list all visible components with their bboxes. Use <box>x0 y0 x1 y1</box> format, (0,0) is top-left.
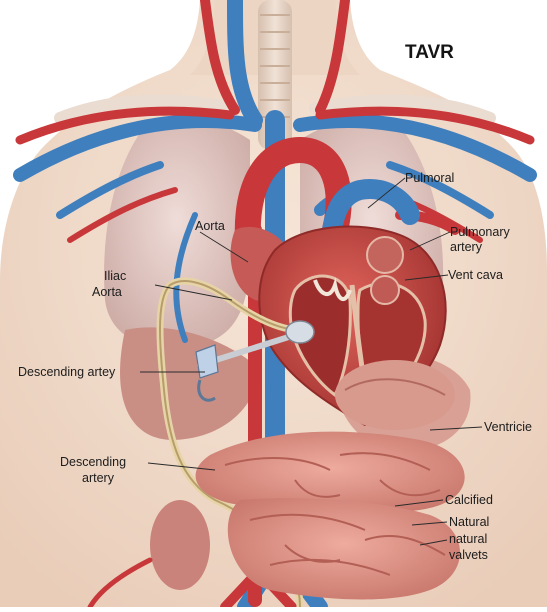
pulmonary-valve <box>367 237 403 273</box>
label-valvets: valvets <box>449 548 488 562</box>
label-natural-line2: natural <box>449 532 487 546</box>
label-pulmonary-artery-line1: Pulmonary <box>450 225 510 239</box>
left-kidney <box>150 500 210 590</box>
label-iliac-aorta-line1: Iliac <box>104 269 126 283</box>
label-descending-artey: Descending artey <box>18 365 116 379</box>
label-iliac-aorta-line2: Aorta <box>92 285 122 299</box>
label-ventricie: Ventricie <box>484 420 532 434</box>
label-descending-artery-line1: Descending <box>60 455 126 469</box>
label-pulmonary-artery-line2: artery <box>450 240 483 254</box>
label-descending-artery-line2: artery <box>82 471 115 485</box>
atrium <box>371 276 399 304</box>
title: TAVR <box>405 42 454 63</box>
label-natural-line1: Natural <box>449 515 489 529</box>
label-aorta: Aorta <box>195 219 225 233</box>
label-pulmoral: Pulmoral <box>405 171 454 185</box>
label-calcified: Calcified <box>445 493 493 507</box>
label-vent-cava: Vent cava <box>448 268 503 282</box>
